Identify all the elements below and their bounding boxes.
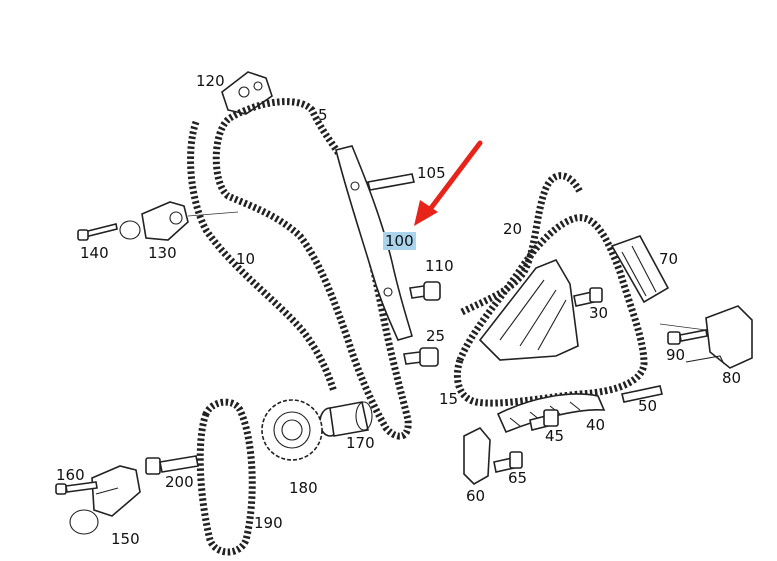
callout-140: 140 <box>80 244 109 262</box>
callout-100-highlighted[interactable]: 100 <box>383 232 416 250</box>
part-90-bolt <box>667 329 708 345</box>
part-25-guide-pin <box>403 347 439 367</box>
part-guide-assembly <box>478 259 579 361</box>
callout-20: 20 <box>503 220 523 238</box>
part-150-chain-tensioner <box>69 465 141 535</box>
callout-190: 190 <box>254 514 283 532</box>
part-105-guide-pin <box>367 173 415 191</box>
callout-65: 65 <box>508 469 528 487</box>
part-190-chain <box>196 398 256 556</box>
part-130-chain-tensioner <box>119 201 239 241</box>
part-140-bolt <box>77 223 118 241</box>
callout-70: 70 <box>659 250 679 268</box>
part-15-chain <box>453 214 648 407</box>
callout-90: 90 <box>666 346 686 364</box>
part-50-pin <box>621 385 663 403</box>
part-200-bolt <box>145 455 199 475</box>
callout-150: 150 <box>111 530 140 548</box>
red-pointer-arrow <box>414 140 483 226</box>
callout-130: 130 <box>148 244 177 262</box>
callout-200: 200 <box>165 473 194 491</box>
callout-50: 50 <box>638 397 658 415</box>
part-160-bolt <box>55 481 98 495</box>
part-10-chain <box>187 120 338 394</box>
callout-170: 170 <box>346 434 375 452</box>
part-20-chain <box>460 172 584 316</box>
part-170-sleeve <box>319 401 373 437</box>
callout-120: 120 <box>196 72 225 90</box>
part-180-sprocket <box>261 399 323 461</box>
callout-15: 15 <box>439 390 459 408</box>
part-60-guide-rail <box>463 427 491 485</box>
callout-10: 10 <box>236 250 256 268</box>
callout-30: 30 <box>589 304 609 322</box>
callout-40: 40 <box>586 416 606 434</box>
callout-25: 25 <box>426 327 446 345</box>
part-30-bolt <box>573 287 603 307</box>
part-65-pin <box>493 451 523 473</box>
part-110-guide-pin <box>409 281 441 301</box>
callout-105: 105 <box>417 164 446 182</box>
part-70-guide-rail <box>610 235 670 304</box>
callout-160: 160 <box>56 466 85 484</box>
callout-110: 110 <box>425 257 454 275</box>
part-80-tensioner <box>659 305 753 369</box>
callout-5: 5 <box>318 106 328 124</box>
callout-180: 180 <box>289 479 318 497</box>
callout-60: 60 <box>466 487 486 505</box>
callout-45: 45 <box>545 427 565 445</box>
part-45-bolt <box>529 409 559 431</box>
callout-80: 80 <box>722 369 742 387</box>
part-120-guide-cap <box>221 71 273 115</box>
part-100-tensioning-rail <box>335 145 413 341</box>
